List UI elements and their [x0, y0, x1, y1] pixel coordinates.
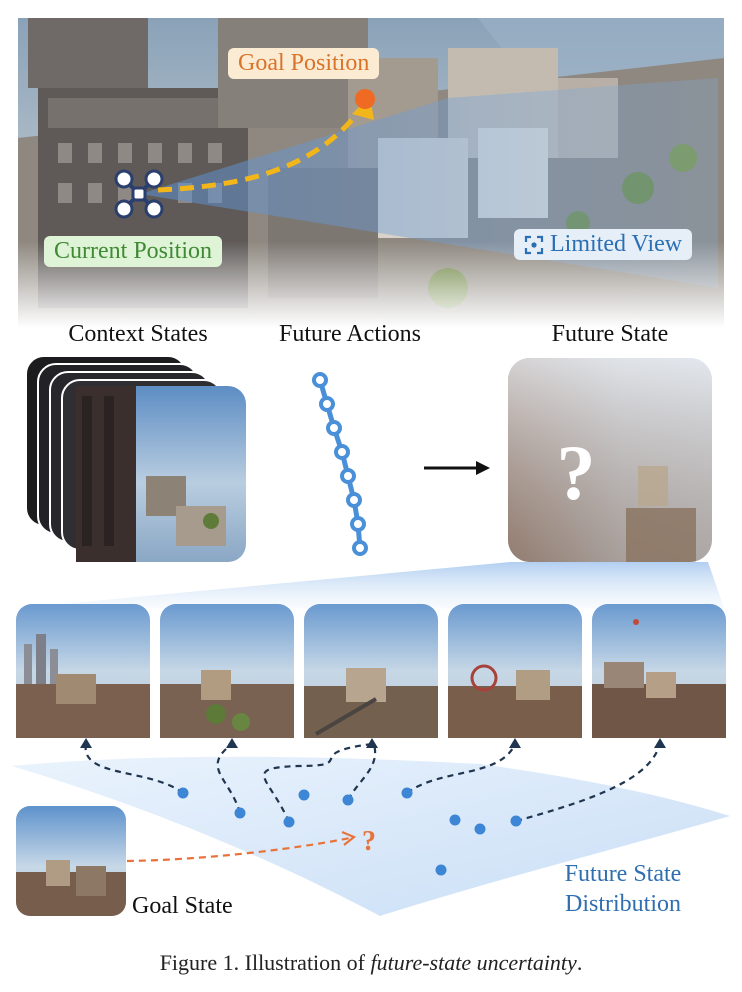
action-node — [319, 396, 335, 412]
unknown-question-mark: ? — [556, 429, 596, 516]
sample-dot — [449, 814, 461, 826]
action-node — [334, 444, 350, 460]
sample-arrow-3 — [263, 742, 373, 823]
context-states-stack — [25, 355, 252, 562]
sample-arrow-1 — [84, 743, 184, 794]
future-state-header: Future State — [551, 321, 669, 347]
sample-dot — [234, 807, 246, 819]
candidate-frames-row — [16, 604, 726, 738]
sample-arrow-4 — [347, 743, 377, 801]
focus-icon — [524, 235, 544, 254]
sample-arrow-5 — [406, 743, 517, 794]
sample-dot — [474, 823, 486, 835]
context-states-header: Context States — [68, 321, 208, 347]
future-state-frame: ? — [508, 358, 712, 562]
current-position-label: Current Position — [44, 236, 223, 267]
limited-view-text: Limited View — [550, 231, 683, 257]
sample-dot — [298, 789, 310, 801]
candidate-frame-5 — [592, 604, 726, 738]
sample-dot — [435, 864, 447, 876]
projection-fan — [18, 560, 724, 610]
sample-dot — [177, 787, 189, 799]
caption-prefix: Figure 1. Illustration of — [159, 950, 371, 975]
future-actions-header: Future Actions — [279, 321, 421, 347]
candidate-frame-1 — [16, 604, 150, 738]
distribution-label: Future State Distribution — [548, 859, 698, 919]
limited-view-label: Limited View — [514, 229, 693, 260]
candidate-frame-3 — [304, 604, 438, 738]
distribution-label-line2: Distribution — [564, 891, 681, 917]
future-actions-chain — [300, 370, 390, 560]
future-state-distribution: ? — [0, 738, 742, 938]
action-node — [326, 420, 342, 436]
candidate-frame-2 — [160, 604, 294, 738]
caption-suffix: . — [576, 950, 583, 975]
goal-position-label: Goal Position — [228, 48, 380, 79]
caption-emphasis: future-state uncertainty — [370, 950, 577, 975]
goal-state-arrow — [126, 836, 351, 863]
sample-arrow-2 — [216, 743, 242, 814]
distribution-plane — [12, 756, 730, 916]
goal-state-thumbnail — [16, 806, 126, 916]
context-frame-front — [76, 386, 246, 562]
transition-arrow — [422, 458, 492, 478]
goal-uncertainty-mark: ? — [362, 826, 376, 857]
candidate-frame-4 — [448, 604, 582, 738]
distribution-label-line1: Future State — [564, 861, 682, 887]
sample-dot — [342, 794, 354, 806]
goal-state-label: Goal State — [132, 893, 233, 919]
sample-arrow-6 — [515, 743, 662, 823]
action-node — [312, 372, 328, 388]
action-node — [350, 516, 366, 532]
sample-dot — [510, 815, 522, 827]
sample-dot — [401, 787, 413, 799]
figure-caption: Figure 1. Illustration of future-state u… — [0, 950, 742, 976]
action-node — [340, 468, 356, 484]
action-node — [352, 540, 368, 556]
sample-dot — [283, 816, 295, 828]
action-node — [346, 492, 362, 508]
